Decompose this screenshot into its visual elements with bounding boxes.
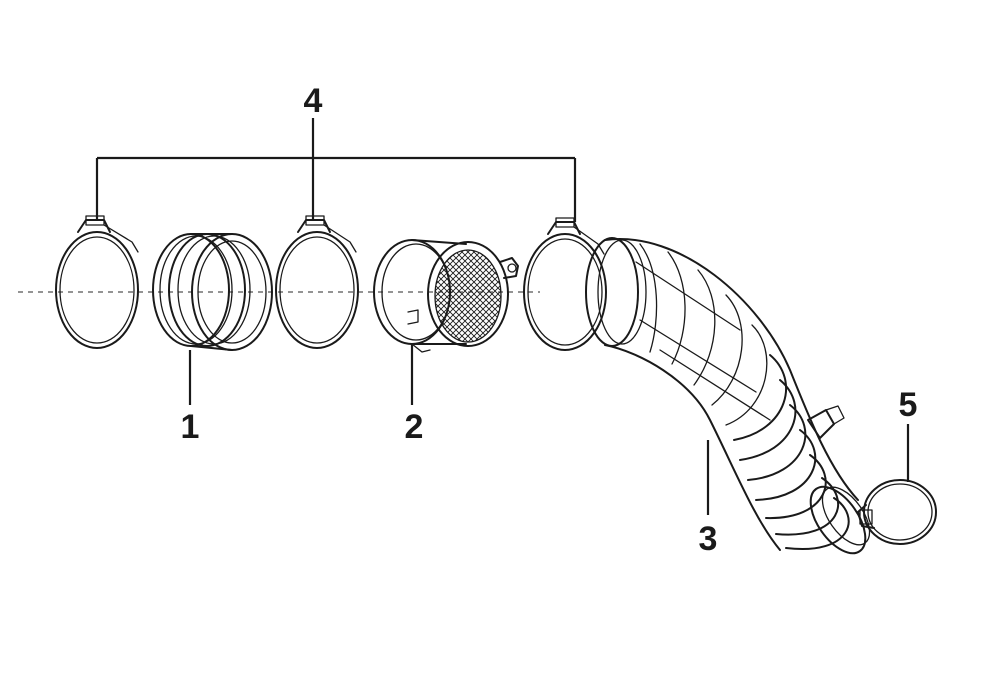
callout-3: 3 <box>699 520 718 558</box>
rubber-sleeve-part-1 <box>152 233 273 351</box>
callout-1: 1 <box>181 408 200 446</box>
intake-hose-part-3 <box>585 237 871 555</box>
hose-clamp-left <box>55 215 139 349</box>
callout-leaders <box>95 118 910 515</box>
callout-5: 5 <box>899 386 918 424</box>
hose-clamp-part-5 <box>857 479 937 545</box>
hose-clamp-middle <box>275 215 359 349</box>
filter-adapter-part-2 <box>373 239 519 353</box>
callout-2: 2 <box>405 408 424 446</box>
hose-clamp-right <box>523 217 607 351</box>
callout-4: 4 <box>304 82 323 120</box>
